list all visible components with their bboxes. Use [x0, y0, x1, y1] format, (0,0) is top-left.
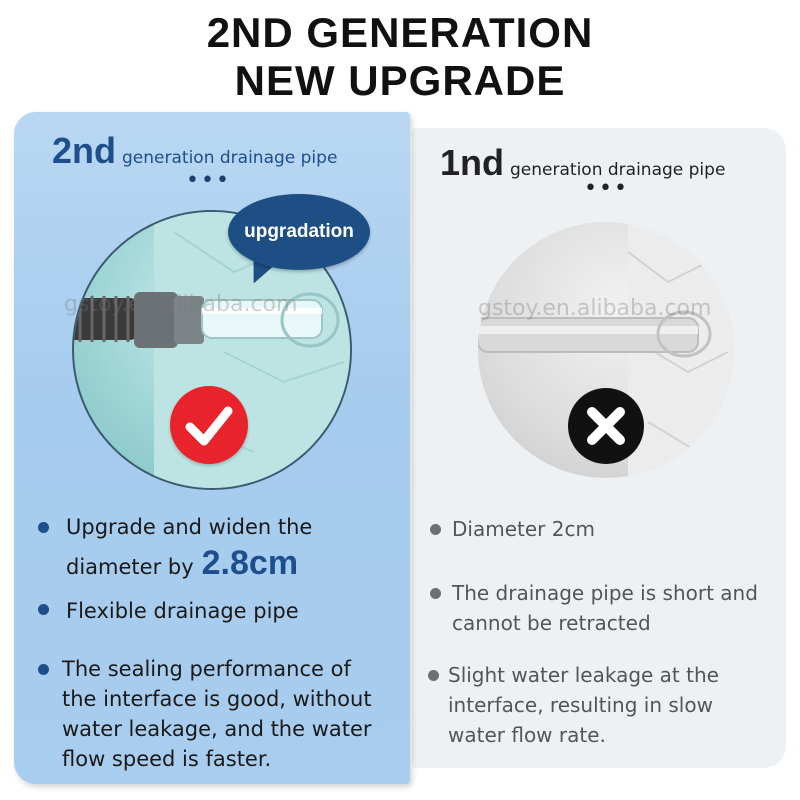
second-generation-item-3-line-4: flow speed is faster.	[62, 747, 272, 771]
second-generation-title-big: 2nd	[52, 130, 117, 171]
first-generation-dots: •••	[584, 176, 629, 201]
first-generation-item-2-line-1: The drainage pipe is short and	[452, 581, 758, 605]
diameter-highlight: 2.8cm	[201, 544, 299, 582]
bullet-dot	[38, 604, 49, 615]
bullet-dot	[38, 522, 49, 533]
second-generation-item-1-line-2: diameter by 2.8cm	[66, 546, 298, 582]
headline-line-2: NEW UPGRADE	[234, 57, 566, 104]
check-icon	[170, 386, 248, 464]
first-generation-item-3-line-2: interface, resulting in slow	[448, 693, 713, 717]
first-generation-pipe-photo	[478, 222, 734, 478]
second-generation-item-3-line-2: the interface is good, without	[62, 687, 372, 711]
upgradation-badge: upgradation	[228, 194, 370, 270]
first-generation-item-3-line-3: water flow rate.	[448, 723, 606, 747]
second-generation-watermark: gstoy.en.alibaba.com	[64, 292, 298, 317]
second-generation-dots: •••	[186, 168, 231, 193]
second-generation-item-1-line-1: Upgrade and widen the	[66, 515, 313, 539]
headline-line-1: 2ND GENERATION	[206, 9, 594, 56]
first-generation-watermark: gstoy.en.alibaba.com	[478, 296, 712, 321]
first-generation-pipe-illustration	[478, 222, 734, 478]
first-generation-title-big: 1nd	[440, 142, 505, 183]
first-generation-title-small: generation drainage pipe	[510, 160, 726, 180]
first-generation-item-1-line-1: Diameter 2cm	[452, 517, 595, 541]
bullet-dot	[428, 670, 439, 681]
bullet-dot	[430, 524, 441, 535]
bullet-dot	[38, 664, 49, 675]
bullet-dot	[430, 588, 441, 599]
second-generation-title-small: generation drainage pipe	[122, 148, 338, 168]
cross-icon	[568, 388, 644, 464]
second-generation-item-2-line-1: Flexible drainage pipe	[66, 599, 299, 623]
first-generation-item-2-line-2: cannot be retracted	[452, 611, 651, 635]
second-generation-item-3-line-3: water leakage, and the water	[62, 717, 372, 741]
first-generation-item-3-line-1: Slight water leakage at the	[448, 663, 719, 687]
second-generation-item-3-line-1: The sealing performance of	[62, 657, 351, 681]
diameter-prefix: diameter by	[66, 555, 194, 579]
